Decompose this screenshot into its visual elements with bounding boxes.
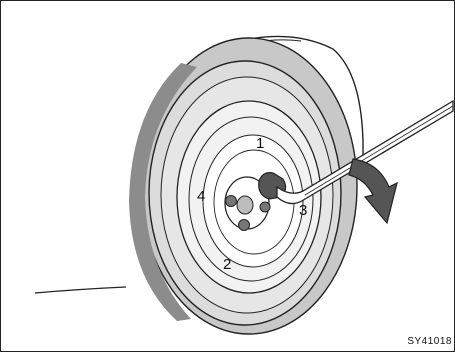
lug-nut-3: [260, 202, 270, 212]
figure-reference-code: SY41018: [407, 336, 452, 347]
lug-nut-2: [239, 220, 250, 231]
lug-nut-4: [226, 196, 237, 207]
ground-line: [35, 287, 126, 293]
hub-center: [237, 196, 253, 214]
sequence-label-4: 4: [197, 189, 205, 204]
sequence-label-3: 3: [299, 203, 307, 218]
sequence-label-2: 2: [223, 257, 231, 272]
sequence-label-1: 1: [256, 136, 264, 151]
